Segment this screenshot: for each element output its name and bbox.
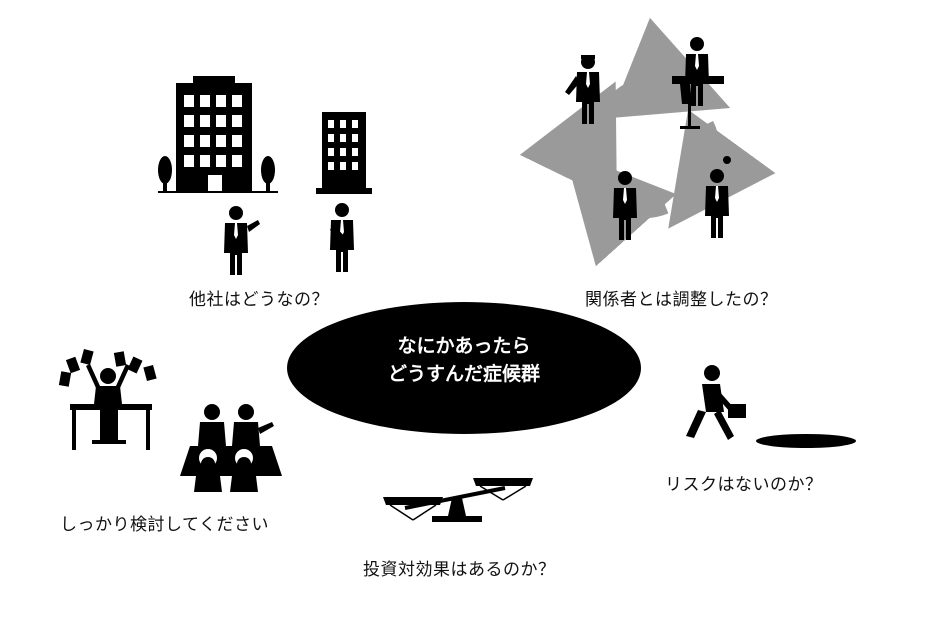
caption-stakeholders: 関係者とは調整したの？ [585, 290, 778, 310]
center-title-line2: どうすんだ症候群 [387, 363, 540, 385]
pitfall-hole-icon [756, 434, 856, 448]
office-buildings-icon [158, 76, 372, 194]
business-people-icon [224, 203, 354, 275]
caption-risk: リスクはないのか？ [665, 475, 823, 495]
caption-review: しっかり検討してください [60, 515, 269, 535]
center-ellipse [287, 302, 641, 434]
balance-scale-icon [383, 478, 533, 522]
caption-roi: 投資対効果はあるのか？ [363, 560, 556, 580]
business-people-icon [565, 37, 731, 240]
stressed-worker-icon [58, 348, 157, 450]
center-title-line1: なにかあったら [397, 335, 531, 357]
caption-other-companies: 他社はどうなの？ [189, 290, 329, 310]
meeting-icon [180, 404, 282, 492]
walking-businessman-icon [686, 365, 746, 440]
